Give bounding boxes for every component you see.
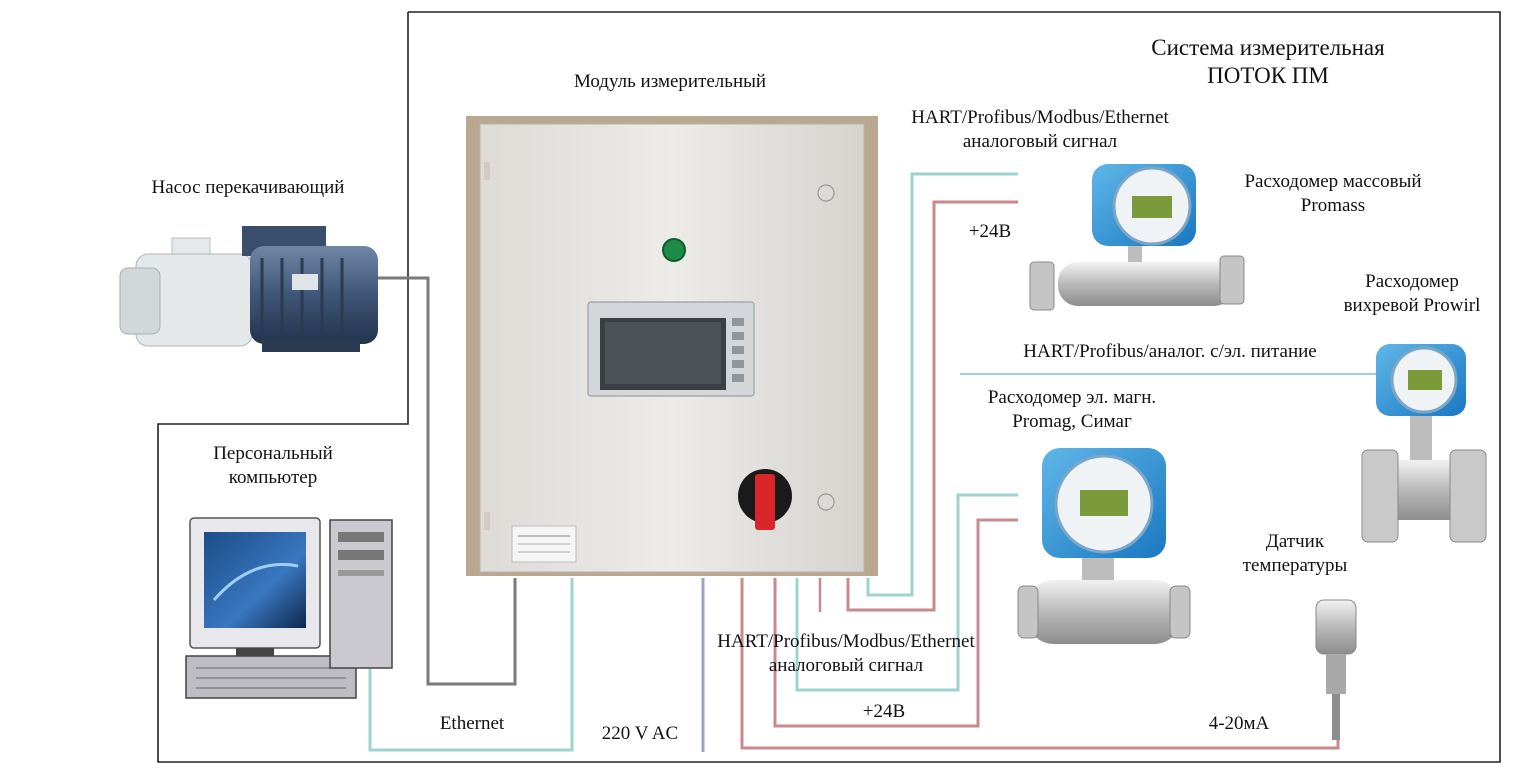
pc-label-line1: Персональный	[213, 443, 333, 464]
temp-sensor-label: Датчик температуры	[1220, 530, 1370, 578]
mass-flowmeter-label-line1: Расходомер массовый	[1244, 171, 1422, 192]
personal-computer	[185, 517, 393, 699]
bottom-power-label: +24В	[862, 701, 906, 722]
pc-label-line2: компьютер	[228, 467, 318, 488]
bottom-bus-label: HART/Profibus/Modbus/Ethernet аналоговый…	[680, 630, 1012, 678]
temp-signal-label: 4-20мА	[1208, 713, 1270, 734]
ethernet-line	[368, 578, 574, 752]
temp-sensor-label-line1: Датчик	[1265, 531, 1325, 552]
top-power-label: +24В	[968, 221, 1012, 242]
pc-label: Персональный компьютер	[178, 442, 368, 490]
mass-flowmeter-label: Расходомер массовый Promass	[1202, 170, 1464, 218]
top-bus-label-line2: аналоговый сигнал	[962, 131, 1118, 152]
mass-flowmeter-label-line2: Promass	[1300, 195, 1366, 216]
em-flowmeter	[1017, 448, 1191, 644]
system-title: Система измерительная ПОТОК ПМ	[1098, 34, 1438, 90]
ethernet-label: Ethernet	[439, 713, 505, 734]
system-title-line1: Система измерительная	[1151, 35, 1385, 60]
top-bus-label: HART/Profibus/Modbus/Ethernet аналоговый…	[876, 106, 1204, 154]
pump-label: Насос перекачивающий	[151, 177, 345, 198]
measurement-module-cabinet	[466, 116, 878, 576]
top-power-line	[846, 200, 1018, 612]
em-flowmeter-label: Расходомер эл. магн. Promag, Симаг	[950, 386, 1194, 434]
top-signal-line	[866, 172, 1018, 597]
status-lamp	[662, 238, 686, 262]
bottom-power-line	[773, 518, 1018, 728]
top-bus-label-line1: HART/Profibus/Modbus/Ethernet	[911, 107, 1169, 128]
vortex-bus-label: HART/Profibus/аналог. с/эл. питание	[1023, 341, 1317, 362]
vortex-flowmeter-label-line2: вихревой Prowirl	[1343, 295, 1481, 316]
vortex-flowmeter-label-line1: Расходомер	[1365, 271, 1459, 292]
temp-signal-line	[740, 578, 1340, 750]
bottom-bus-label-line2: аналоговый сигнал	[768, 655, 924, 676]
system-title-line2: ПОТОК ПМ	[1207, 63, 1329, 88]
vortex-flowmeter	[1361, 344, 1487, 543]
transfer-pump	[119, 226, 378, 352]
temp-sensor-label-line2: температуры	[1242, 555, 1348, 576]
mass-flowmeter	[1029, 164, 1245, 311]
bottom-signal-line	[795, 493, 1018, 692]
em-flowmeter-label-line1: Расходомер эл. магн.	[987, 387, 1157, 408]
vortex-flowmeter-label: Расходомер вихревой Prowirl	[1326, 270, 1498, 318]
pump-cable	[378, 276, 517, 686]
system-border	[157, 11, 1501, 763]
module-label: Модуль измерительный	[573, 71, 767, 92]
mains-label: 220 V AC	[601, 723, 679, 744]
em-flowmeter-label-line2: Promag, Симаг	[1012, 411, 1132, 432]
bottom-bus-label-line1: HART/Profibus/Modbus/Ethernet	[717, 631, 975, 652]
temperature-sensor	[1315, 599, 1357, 740]
